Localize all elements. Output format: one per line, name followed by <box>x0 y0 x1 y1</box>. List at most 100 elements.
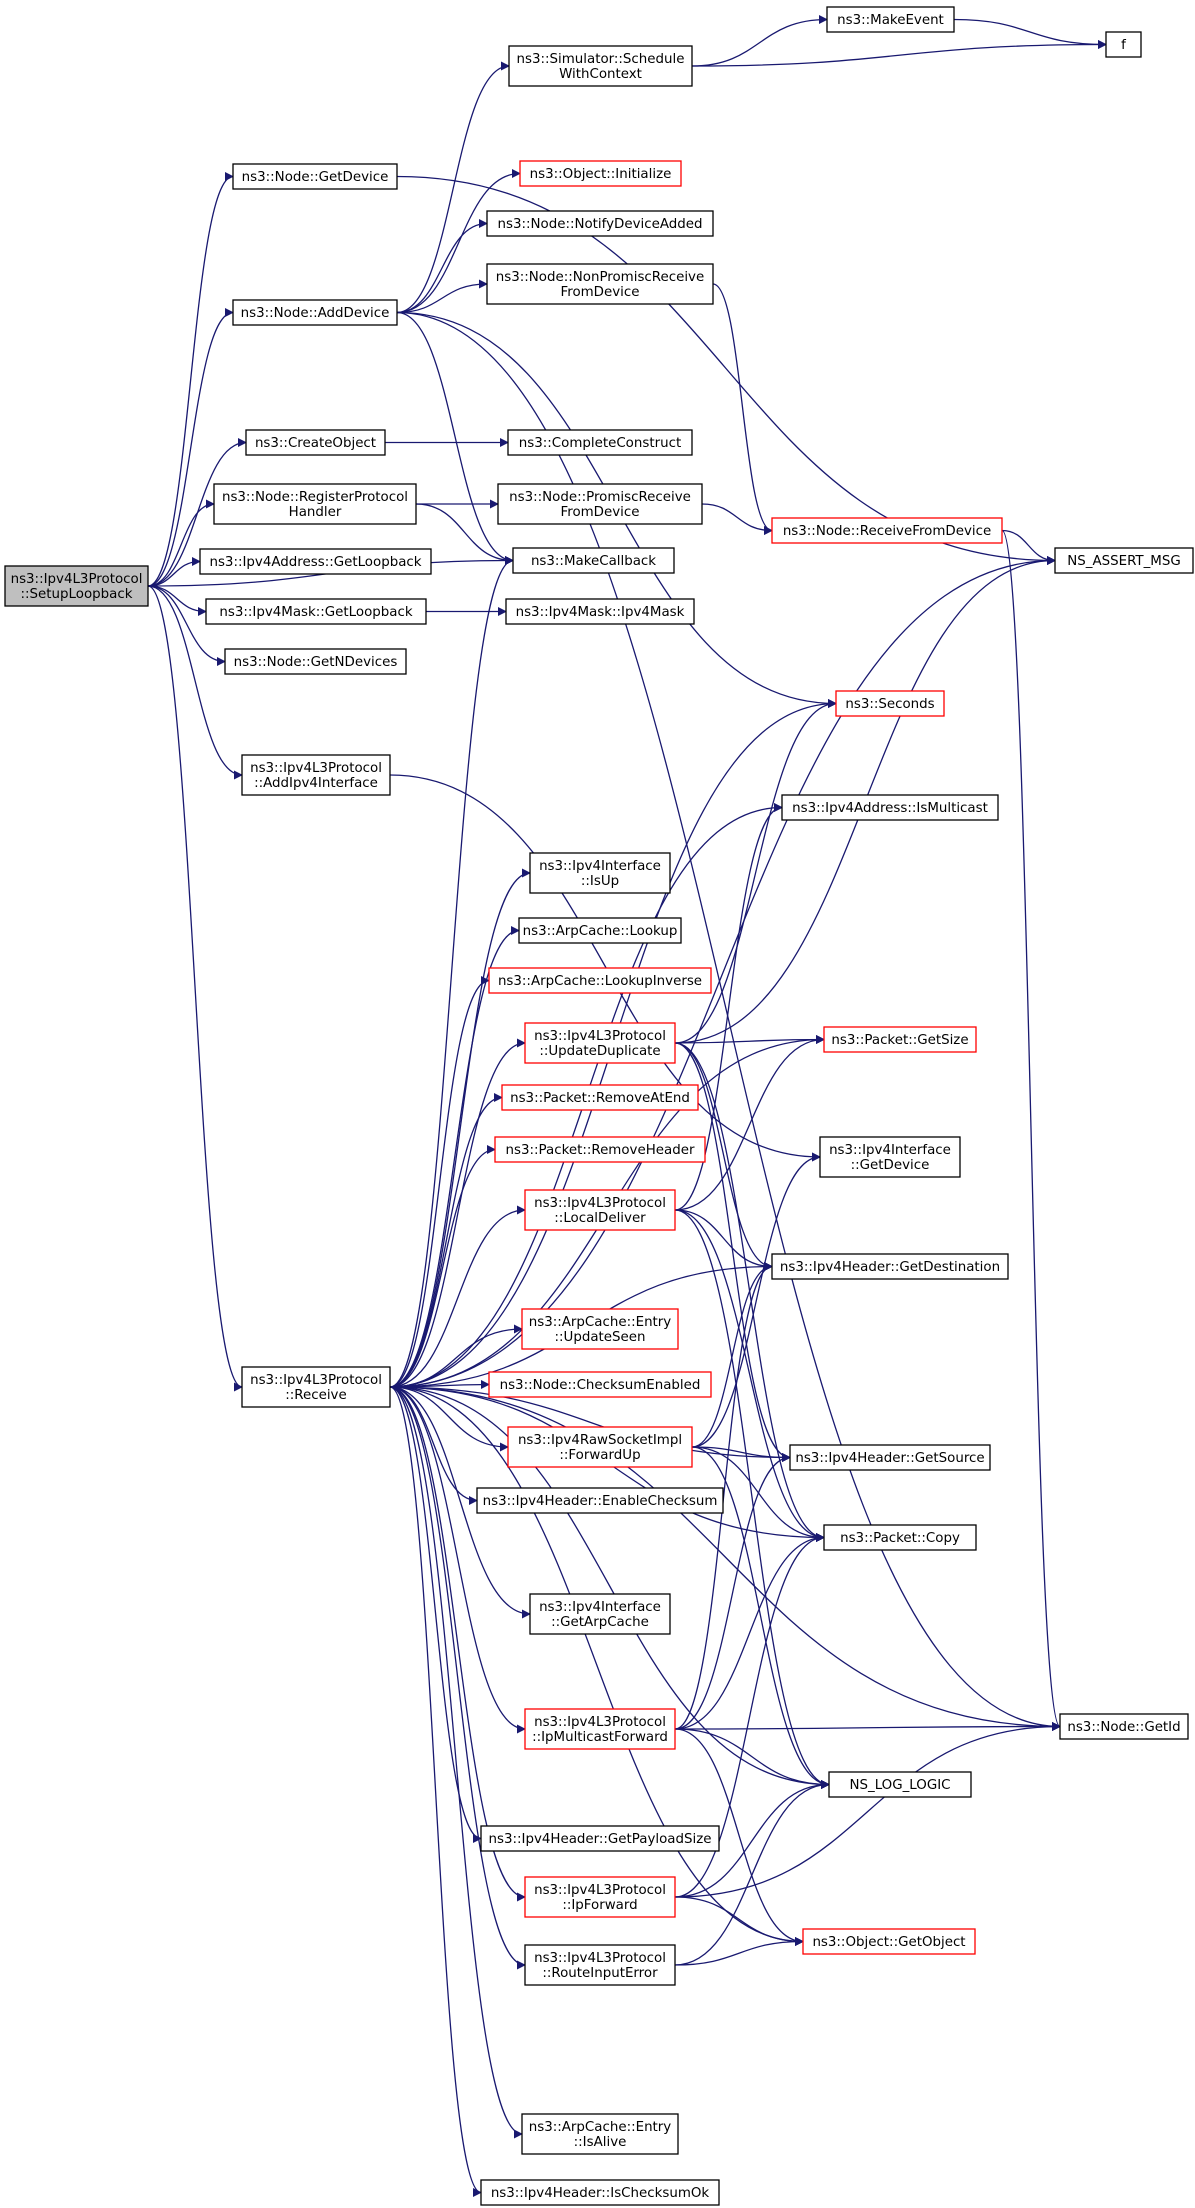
node-label: ns3::MakeCallback <box>531 554 656 569</box>
node-label: ::GetArpCache <box>551 1615 649 1630</box>
node-box <box>508 45 693 87</box>
node-ifgetdevice[interactable]: ns3::Ipv4Interface::GetDevice <box>819 1136 961 1178</box>
edge-ipmcastfwd-to-objgetobject <box>674 1728 804 1946</box>
node-label: ::UpdateSeen <box>555 1330 646 1345</box>
node-label: ns3::Packet::RemoveHeader <box>506 1143 695 1158</box>
node-hdrgetpayload[interactable]: ns3::Ipv4Header::GetPayloadSize <box>480 1825 720 1852</box>
node-label: ns3::Node::AddDevice <box>241 306 390 321</box>
node-box <box>1054 547 1194 574</box>
node-assert[interactable]: NS_ASSERT_MSG <box>1054 547 1194 574</box>
node-adddevice[interactable]: ns3::Node::AddDevice <box>232 299 398 326</box>
node-arpupdateseen[interactable]: ns3::ArpCache::Entry::UpdateSeen <box>521 1308 679 1350</box>
node-box <box>781 794 999 821</box>
edge-localdeliver-to-pktgetsize <box>674 1035 825 1211</box>
node-hdrischkok[interactable]: ns3::Ipv4Header::IsChecksumOk <box>480 2179 720 2206</box>
node-label: ns3::Node::GetDevice <box>242 170 389 185</box>
node-box <box>501 1084 699 1111</box>
node-routeinputerr[interactable]: ns3::Ipv4L3Protocol::RouteInputError <box>524 1944 676 1986</box>
node-arplookup[interactable]: ns3::ArpCache::Lookup <box>518 917 682 944</box>
node-seconds[interactable]: ns3::Seconds <box>835 690 945 717</box>
node-ipforward[interactable]: ns3::Ipv4L3Protocol::IpForward <box>524 1876 676 1918</box>
edge-addipv4if-to-ifgetdevice <box>389 774 821 1162</box>
node-nodegetid[interactable]: ns3::Node::GetId <box>1059 1713 1189 1740</box>
node-arplookupinv[interactable]: ns3::ArpCache::LookupInverse <box>488 967 712 994</box>
node-label: ns3::Ipv4Header::IsChecksumOk <box>491 2186 710 2201</box>
edge-receive-to-localdeliver <box>389 1205 526 1388</box>
node-addipv4if[interactable]: ns3::Ipv4L3Protocol::AddIpv4Interface <box>241 754 391 796</box>
node-completeconstruct[interactable]: ns3::CompleteConstruct <box>507 429 693 456</box>
edge-receive-to-ipmcastfwd <box>389 1386 526 1734</box>
node-addrgetloop[interactable]: ns3::Ipv4Address::GetLoopback <box>199 548 432 575</box>
edge-rawforwardup-to-ifgetdevice <box>691 1152 821 1448</box>
node-arpisalive[interactable]: ns3::ArpCache::Entry::IsAlive <box>521 2113 679 2155</box>
edge-rawforwardup-to-hdrgetsource <box>691 1446 791 1462</box>
node-getdevice[interactable]: ns3::Node::GetDevice <box>232 163 398 190</box>
edge-rawforwardup-to-nslogic <box>691 1446 830 1789</box>
node-ipmcastfwd[interactable]: ns3::Ipv4L3Protocol::IpMulticastForward <box>524 1708 676 1750</box>
node-getndevices[interactable]: ns3::Node::GetNDevices <box>224 648 407 675</box>
edge-ipforward-to-nodegetid <box>674 1722 1061 1898</box>
node-hdrenablechk[interactable]: ns3::Ipv4Header::EnableChecksum <box>476 1487 724 1514</box>
node-receive[interactable]: ns3::Ipv4L3Protocol::Receive <box>241 1366 391 1408</box>
node-ismulticast[interactable]: ns3::Ipv4Address::IsMulticast <box>781 794 999 821</box>
node-pktcopy[interactable]: ns3::Packet::Copy <box>823 1524 977 1551</box>
node-box <box>241 1366 391 1408</box>
edge-routeinputerr-to-objgetobject <box>674 1937 804 1966</box>
node-maskgetloop[interactable]: ns3::Ipv4Mask::GetLoopback <box>205 598 427 625</box>
node-objinit[interactable]: ns3::Object::Initialize <box>519 160 682 187</box>
node-recvfromdev[interactable]: ns3::Node::ReceiveFromDevice <box>771 517 1003 544</box>
node-label: ns3::Node::PromiscReceive <box>509 490 691 505</box>
edge-updatedup-to-pktgetsize <box>674 1035 825 1045</box>
node-box <box>819 1136 961 1178</box>
node-label: ::IpForward <box>562 1898 637 1913</box>
edge-setup-to-getdevice <box>147 172 234 587</box>
edge-receive-to-hdrgetsource <box>389 1386 791 1462</box>
node-ifgetarpcache[interactable]: ns3::Ipv4Interface::GetArpCache <box>529 1593 671 1635</box>
node-pktremoveatend[interactable]: ns3::Packet::RemoveAtEnd <box>501 1084 699 1111</box>
node-hdrgetdest[interactable]: ns3::Ipv4Header::GetDestination <box>771 1253 1009 1280</box>
edge-adddevice-to-objinit <box>396 169 521 314</box>
node-pktgetsize[interactable]: ns3::Packet::GetSize <box>823 1026 977 1053</box>
node-label: ns3::Ipv4L3Protocol <box>250 761 382 776</box>
node-rawforwardup[interactable]: ns3::Ipv4RawSocketImpl::ForwardUp <box>507 1426 693 1468</box>
node-createobject[interactable]: ns3::CreateObject <box>245 429 386 456</box>
node-pktremovehdr[interactable]: ns3::Packet::RemoveHeader <box>494 1136 706 1163</box>
node-label: NS_ASSERT_MSG <box>1067 554 1180 569</box>
node-objgetobject[interactable]: ns3::Object::GetObject <box>802 1928 976 1955</box>
edge-makeevent-to-f <box>953 18 1107 49</box>
node-box <box>480 1825 720 1852</box>
node-box <box>488 967 712 994</box>
node-makecallback[interactable]: ns3::MakeCallback <box>512 547 675 574</box>
node-box <box>507 429 693 456</box>
node-label: ns3::ArpCache::Lookup <box>523 924 678 939</box>
node-box <box>1105 31 1142 58</box>
node-label: ns3::Packet::GetSize <box>831 1033 968 1048</box>
node-checksumenabled[interactable]: ns3::Node::ChecksumEnabled <box>488 1371 712 1398</box>
node-f[interactable]: f <box>1105 31 1142 58</box>
node-box <box>521 2113 679 2155</box>
node-localdeliver[interactable]: ns3::Ipv4L3Protocol::LocalDeliver <box>524 1189 676 1231</box>
node-box <box>476 1487 724 1514</box>
node-box <box>518 917 682 944</box>
node-maskctor[interactable]: ns3::Ipv4Mask::Ipv4Mask <box>505 598 695 625</box>
node-label: ns3::Ipv4Interface <box>539 859 661 874</box>
node-hdrgetsource[interactable]: ns3::Ipv4Header::GetSource <box>789 1444 991 1471</box>
node-label: WithContext <box>559 67 642 82</box>
node-updatedup[interactable]: ns3::Ipv4L3Protocol::UpdateDuplicate <box>524 1022 676 1064</box>
node-label: ::ForwardUp <box>559 1448 640 1463</box>
node-label: ns3::Ipv4Header::GetSource <box>795 1451 984 1466</box>
node-label: FromDevice <box>561 505 640 520</box>
node-notifyadded[interactable]: ns3::Node::NotifyDeviceAdded <box>486 210 714 237</box>
node-label: ns3::Ipv4L3Protocol <box>250 1373 382 1388</box>
node-label: ::LocalDeliver <box>554 1211 646 1226</box>
node-makeevent[interactable]: ns3::MakeEvent <box>826 6 955 33</box>
node-ifisup[interactable]: ns3::Ipv4Interface::IsUp <box>529 852 671 894</box>
edge-updatedup-to-hdrgetdest <box>674 1042 773 1271</box>
node-nslogic[interactable]: NS_LOG_LOGIC <box>828 1771 972 1798</box>
node-setup[interactable]: ns3::Ipv4L3Protocol::SetupLoopback <box>4 565 149 607</box>
edge-ipmcastfwd-to-pktcopy <box>674 1533 825 1730</box>
